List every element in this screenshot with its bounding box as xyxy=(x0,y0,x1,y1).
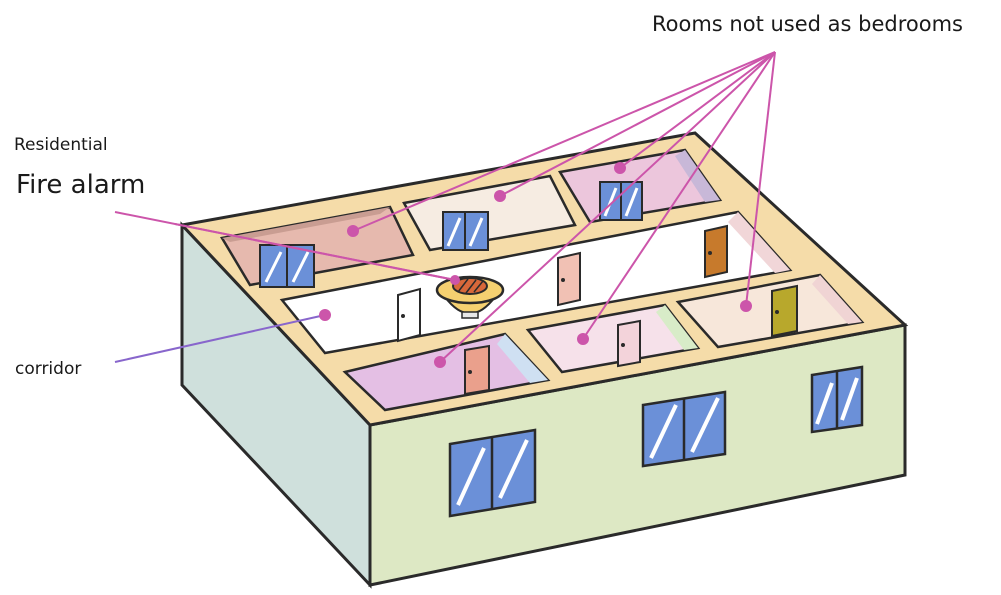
room-front-left xyxy=(342,332,551,412)
door-corridor-2 xyxy=(557,251,581,307)
leader-lines-rooms xyxy=(352,51,776,363)
door-front-right xyxy=(771,284,798,338)
leader-dots xyxy=(319,162,752,368)
corridor-label: corridor xyxy=(15,359,82,379)
room-front-right xyxy=(675,273,865,349)
residential-label: Residential xyxy=(14,135,108,155)
fire-alarm-label: Fire alarm xyxy=(16,170,146,200)
door-back-right xyxy=(704,224,728,279)
room-front-middle xyxy=(525,303,701,374)
door-front-left xyxy=(464,344,490,396)
leader-lines-fire-alarm xyxy=(114,211,456,281)
leader-line-corridor xyxy=(114,314,326,363)
rooms-not-bedrooms-label: Rooms not used as bedrooms xyxy=(652,12,963,36)
door-front-middle xyxy=(617,319,641,368)
door-corridor-1 xyxy=(397,287,421,343)
